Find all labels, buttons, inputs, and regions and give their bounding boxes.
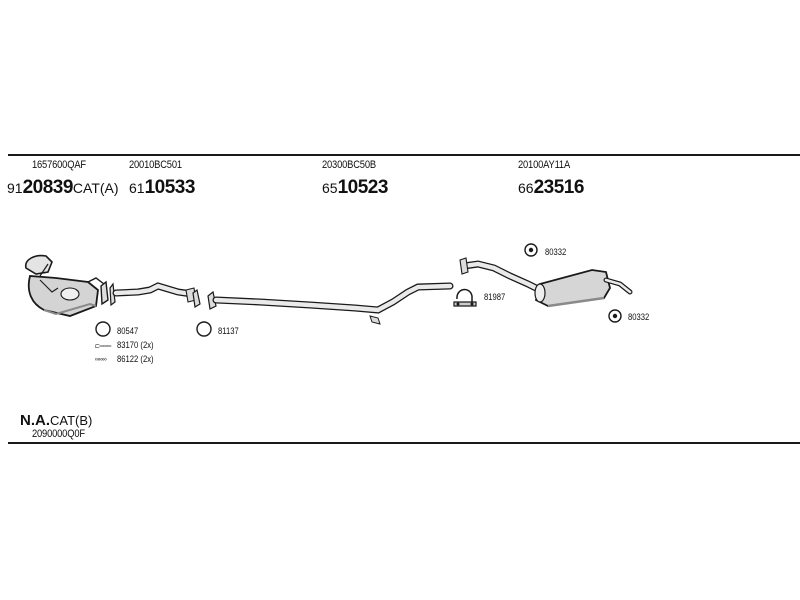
- gasket-81137-icon: [196, 321, 212, 337]
- front-pipe: [112, 282, 197, 303]
- catalytic-converter-assembly: [24, 254, 105, 317]
- clamp-81987-label: 81987: [484, 292, 506, 302]
- intermediate-pipe: [212, 282, 454, 325]
- hanger-80332-bottom-label: 80332: [628, 312, 650, 322]
- assembly-2-ref-code: 6110533: [129, 178, 195, 197]
- assembly-3-part-no: 20300BC50B: [322, 159, 376, 171]
- assembly-1-code-main: 20839: [22, 177, 74, 198]
- assembly-3-ref-code: 6510523: [322, 178, 388, 197]
- assembly-4-code-main: 23516: [533, 177, 585, 198]
- bolt-icon: ⊏═══: [95, 344, 111, 350]
- gasket-80547-label: 80547: [117, 326, 139, 336]
- bottom-divider: [8, 442, 800, 444]
- spring-icon: ∞∞∞: [95, 357, 107, 363]
- assembly-2-code-main: 10533: [144, 177, 196, 198]
- gasket-81137-label: 81137: [218, 326, 239, 336]
- front-flange: [100, 280, 116, 307]
- assembly-1-ref-code: 9120839CAT(A): [7, 178, 119, 197]
- hanger-80332-top-label: 80332: [545, 247, 567, 257]
- top-divider: [8, 154, 800, 156]
- assembly-1-code-prefix: 91: [7, 180, 23, 196]
- footer-part-no: 2090000Q0F: [32, 428, 85, 440]
- clamp-icon: [453, 288, 477, 307]
- middle-flange: [192, 288, 217, 310]
- gasket-80547-icon: [95, 321, 111, 337]
- assembly-4-code-prefix: 66: [518, 180, 534, 196]
- na-catalyst-label: N.A.CAT(B): [20, 412, 92, 429]
- rear-silencer-assembly: [459, 257, 633, 308]
- assembly-4-ref-code: 6623516: [518, 178, 584, 197]
- hanger-80332-top-icon: [524, 243, 538, 257]
- assembly-4-part-no: 20100AY11A: [518, 159, 571, 171]
- assembly-2-code-prefix: 61: [129, 180, 145, 196]
- assembly-2-part-no: 20010BC501: [129, 159, 182, 171]
- assembly-1-part-no: 1657600QAF: [32, 159, 86, 171]
- bolt-83170-label: 83170 (2x): [117, 340, 154, 350]
- assembly-3-code-prefix: 65: [322, 180, 338, 196]
- assembly-1-code-suffix: CAT(A): [72, 180, 119, 196]
- hanger-80332-bottom-icon: [608, 309, 622, 323]
- assembly-3-code-main: 10523: [337, 177, 389, 198]
- spring-86122-label: 86122 (2x): [117, 354, 154, 364]
- na-label: N.A.: [20, 412, 50, 429]
- cat-b-label: CAT(B): [50, 413, 93, 428]
